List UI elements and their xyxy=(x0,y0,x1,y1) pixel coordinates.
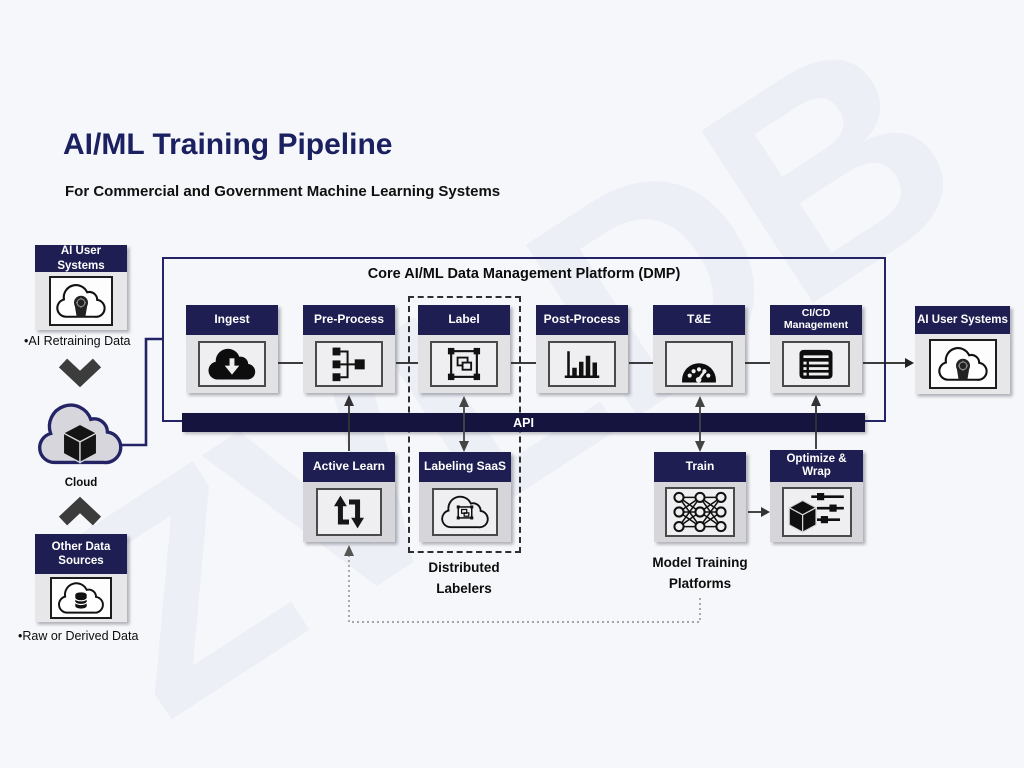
train-header: Train xyxy=(654,452,746,482)
other-data-sources-box: Other Data Sources xyxy=(35,534,127,622)
stage-ingest: Ingest xyxy=(186,305,278,393)
page-title: AI/ML Training Pipeline xyxy=(63,128,393,161)
train-label: Train xyxy=(685,459,715,474)
stage-label: Label xyxy=(418,305,510,393)
stage-pre-process-body xyxy=(303,335,395,393)
right-ai-user-systems-box: AI User Systems xyxy=(915,306,1010,394)
stage-post-process-label: Post-Process xyxy=(543,312,621,327)
left-ai-user-systems-body xyxy=(35,272,127,330)
active-learn-body xyxy=(303,482,395,542)
stage-te-icon-box xyxy=(665,341,733,387)
stage-label-label: Label xyxy=(448,312,480,327)
stage-pre-process-icon-box xyxy=(315,341,383,387)
neural-network-icon xyxy=(671,491,729,533)
stage-te-header: T&E xyxy=(653,305,745,335)
active-learn-icon-box xyxy=(316,488,382,536)
stage-post-process: Post-Process xyxy=(536,305,628,393)
cloud-label: Cloud xyxy=(64,477,98,489)
api-bar: API xyxy=(182,413,865,432)
cloud-download-icon xyxy=(206,345,258,383)
left-ai-user-systems-box: AI User Systems xyxy=(35,245,127,330)
stage-label-body xyxy=(418,335,510,393)
left-ai-user-systems-label: AI User Systems xyxy=(57,245,105,272)
stage-ingest-body xyxy=(186,335,278,393)
stage-post-process-icon-box xyxy=(548,341,616,387)
stage-label-header: Label xyxy=(418,305,510,335)
labeling-saas-label: Labeling SaaS xyxy=(423,459,507,474)
labeling-saas-body xyxy=(419,482,511,542)
chevron-up-icon xyxy=(57,494,103,526)
stage-post-process-body xyxy=(536,335,628,393)
gauge-icon xyxy=(677,344,721,384)
cube-sliders-icon xyxy=(787,489,846,535)
flow-hierarchy-icon xyxy=(329,344,369,384)
page-subtitle: For Commercial and Government Machine Le… xyxy=(65,183,501,200)
left-ai-user-systems-icon-box xyxy=(49,276,113,326)
stage-te: T&E xyxy=(653,305,745,393)
stage-cicd-management-body xyxy=(770,335,862,393)
stage-pre-process-header: Pre-Process xyxy=(303,305,395,335)
bar-chart-icon xyxy=(561,345,603,383)
train-icon-box xyxy=(665,487,735,537)
labeling-saas-icon-box xyxy=(432,488,498,536)
right-ai-user-systems-label: AI User Systems xyxy=(917,313,1008,326)
cycle-arrows-icon xyxy=(329,492,369,532)
stage-cicd-management: CI/CD Management xyxy=(770,305,862,393)
stage-label-icon-box xyxy=(430,341,498,387)
ai-retraining-data-note: •AI Retraining Data xyxy=(24,334,131,348)
optimize-wrap-label: Optimize & Wrap xyxy=(786,453,847,478)
stage-ingest-label: Ingest xyxy=(214,312,250,327)
cloud-ai-head-icon xyxy=(53,280,109,322)
stage-te-label: T&E xyxy=(687,312,711,327)
stage-ingest-header: Ingest xyxy=(186,305,278,335)
model-training-caption: Model Training Platforms xyxy=(652,555,748,591)
optimize-wrap-icon-box xyxy=(781,487,852,537)
right-ai-user-systems-icon-box xyxy=(928,339,997,389)
stage-pre-process-label: Pre-Process xyxy=(313,312,385,327)
stage-cicd-management-label: CI/CD Management xyxy=(783,307,849,331)
right-ai-user-systems-body xyxy=(915,334,1010,394)
stage-ingest-icon-box xyxy=(198,341,266,387)
distributed-labelers-caption: Distributed Labelers xyxy=(428,560,500,596)
dmp-platform-title: Core AI/ML Data Management Platform (DMP… xyxy=(367,266,681,282)
active-learn-label: Active Learn xyxy=(312,459,386,474)
cloud-label-icon xyxy=(438,492,492,532)
bounding-box-icon xyxy=(444,344,484,384)
cloud-cube-icon xyxy=(33,397,127,475)
other-data-sources-header: Other Data Sources xyxy=(35,534,127,574)
other-data-sources-label: Other Data Sources xyxy=(51,540,111,567)
raw-derived-data-note: •Raw or Derived Data xyxy=(18,629,139,643)
cloud-database-icon xyxy=(55,579,107,617)
train-body xyxy=(654,482,746,542)
stage-cicd-management-header: CI/CD Management xyxy=(770,305,862,335)
stage-pre-process: Pre-Process xyxy=(303,305,395,393)
checklist-icon xyxy=(794,345,838,383)
train-box: Train xyxy=(654,452,746,542)
optimize-wrap-body xyxy=(770,482,863,542)
labeling-saas-header: Labeling SaaS xyxy=(419,452,511,482)
optimize-wrap-box: Optimize & Wrap xyxy=(770,450,863,542)
optimize-wrap-header: Optimize & Wrap xyxy=(770,450,863,482)
stage-te-body xyxy=(653,335,745,393)
stage-post-process-header: Post-Process xyxy=(536,305,628,335)
right-ai-user-systems-header: AI User Systems xyxy=(915,306,1010,334)
other-data-sources-body xyxy=(35,574,127,622)
active-learn-header: Active Learn xyxy=(303,452,395,482)
train-optimize-arrow xyxy=(748,507,770,517)
other-data-sources-icon-box xyxy=(50,577,112,619)
api-label: API xyxy=(513,415,534,430)
cloud-ai-head-icon xyxy=(935,343,991,385)
stage-cicd-management-icon-box xyxy=(782,341,850,387)
chevron-down-icon xyxy=(57,358,103,390)
left-ai-user-systems-header: AI User Systems xyxy=(35,245,127,272)
active-learn-box: Active Learn xyxy=(303,452,395,542)
labeling-saas-box: Labeling SaaS xyxy=(419,452,511,542)
